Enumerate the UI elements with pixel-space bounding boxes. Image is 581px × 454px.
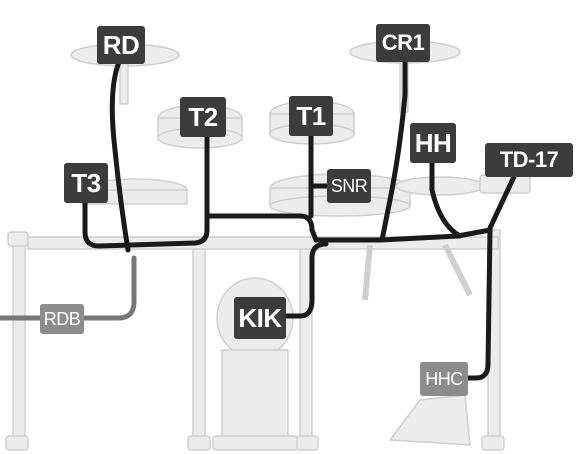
- td17-label: TD-17: [485, 143, 573, 177]
- kik-cable: [279, 241, 329, 319]
- cr1-cable: [379, 55, 408, 243]
- rdb-label: RDB: [40, 304, 84, 334]
- hhc-label: HHC: [420, 362, 468, 396]
- t1-label: T1: [289, 96, 333, 136]
- rdb-cable-to-rack: [77, 255, 137, 321]
- cr1-label: CR1: [376, 24, 430, 62]
- hhc-cable: [459, 227, 493, 381]
- rd-label: RD: [97, 26, 145, 64]
- cable-harness: [82, 55, 521, 381]
- t3-label: T3: [64, 163, 108, 203]
- hh-cable: [429, 159, 463, 239]
- snr-label: SNR: [327, 169, 371, 203]
- grey-cables: [0, 255, 137, 321]
- rd-cable: [109, 59, 131, 253]
- kik-label: KIK: [234, 297, 286, 339]
- t2-label: T2: [180, 97, 226, 137]
- main-trunk-cable: [82, 197, 493, 249]
- td17-cable: [487, 165, 521, 231]
- hh-label: HH: [410, 123, 456, 163]
